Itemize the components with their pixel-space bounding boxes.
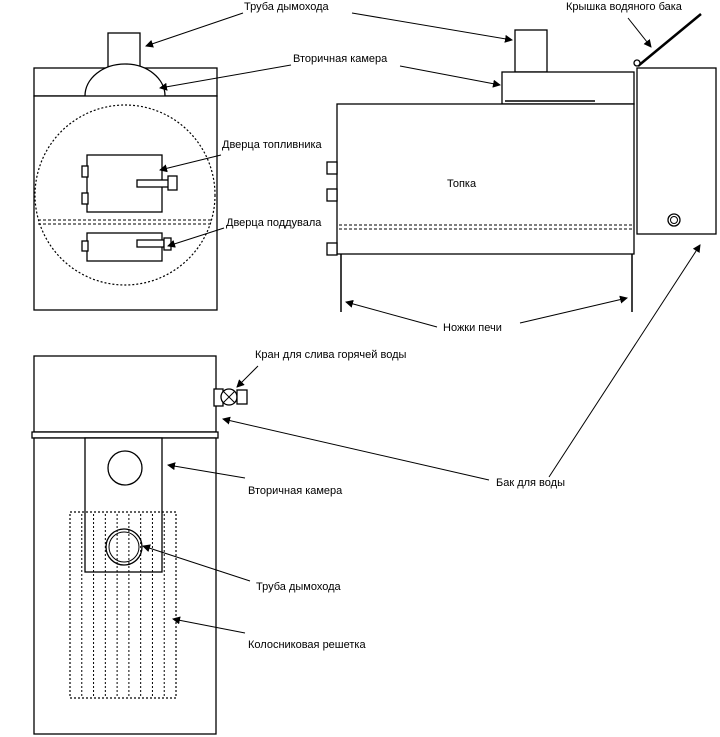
- label-stove-legs: Ножки печи: [443, 322, 502, 334]
- side-door-hinge-3: [326, 242, 338, 256]
- label-chimney-pipe-bottom: Труба дымохода: [256, 581, 341, 593]
- fuel-door-hinge-top: [81, 165, 89, 178]
- side-water-tank: [636, 67, 717, 235]
- label-tank-lid: Крышка водяного бака: [566, 1, 683, 13]
- label-firebox: Топка: [447, 178, 477, 190]
- side-tank-lid: [637, 13, 702, 67]
- labels: Труба дымохода Крышка водяного бака Втор…: [222, 1, 683, 651]
- top-water-tank: [33, 355, 217, 433]
- label-ash-door: Дверца поддувала: [226, 217, 322, 229]
- fuel-door-hinge-bottom: [81, 192, 89, 205]
- side-firebox: [336, 103, 635, 255]
- label-hot-water-tap: Кран для слива горячей воды: [255, 349, 406, 361]
- label-water-tank: Бак для воды: [496, 477, 565, 489]
- arrow-secondary-left: [159, 64, 292, 91]
- arrow-legs-right: [519, 295, 628, 324]
- side-secondary-chamber: [501, 71, 635, 105]
- top-chimney-pipe: [105, 528, 143, 566]
- arrow-hot-water-tap: [236, 365, 259, 388]
- arrow-grate: [172, 616, 246, 634]
- ash-door-handle-knob: [163, 237, 172, 251]
- side-tank-lid-hinge: [633, 59, 641, 67]
- ash-door-hinge-left: [81, 240, 89, 252]
- label-fuel-door: Дверца топливника: [222, 139, 323, 151]
- arrow-chimney-top-left: [145, 12, 244, 48]
- top-chimney-pipe-inner: [108, 531, 140, 563]
- arrow-ash-door: [167, 227, 225, 248]
- grate-bars: [69, 511, 177, 699]
- arrow-secondary-bottom: [167, 462, 246, 479]
- label-grate: Колосниковая решетка: [248, 639, 366, 651]
- label-secondary-chamber-bottom: Вторичная камера: [248, 485, 343, 497]
- side-door-hinge-1: [326, 161, 338, 175]
- top-tank-rim: [31, 431, 219, 439]
- grate-outline: [69, 511, 177, 699]
- top-tap-outlet: [236, 389, 248, 405]
- side-view: [326, 13, 717, 312]
- side-tank-tap: [667, 213, 681, 227]
- front-body-circle: [34, 104, 216, 286]
- arrow-chimney-top-right: [351, 12, 513, 43]
- arrow-tank-lid: [627, 17, 652, 48]
- fuel-door-handle: [136, 179, 171, 188]
- side-tank-tap-inner: [670, 216, 678, 224]
- fuel-door-handle-knob: [167, 175, 178, 191]
- arrow-water-tank-side: [548, 244, 701, 478]
- label-secondary-chamber-top: Вторичная камера: [293, 53, 388, 65]
- front-secondary-chamber-dome: [84, 63, 166, 97]
- top-view: [31, 355, 248, 735]
- arrow-water-tank-top: [222, 416, 490, 481]
- leader-lines: [142, 12, 701, 634]
- side-chimney-pipe: [514, 29, 548, 73]
- top-secondary-hole: [107, 450, 143, 486]
- arrow-legs-left: [345, 299, 438, 328]
- top-tap-cross-2: [223, 391, 235, 403]
- ash-door-handle: [136, 239, 165, 248]
- label-chimney-pipe-top: Труба дымохода: [244, 1, 329, 13]
- front-view: [33, 32, 218, 311]
- arrow-fuel-door: [159, 154, 222, 173]
- arrow-secondary-right: [399, 65, 501, 88]
- side-door-hinge-2: [326, 188, 338, 202]
- arrow-chimney-bottom: [142, 544, 251, 582]
